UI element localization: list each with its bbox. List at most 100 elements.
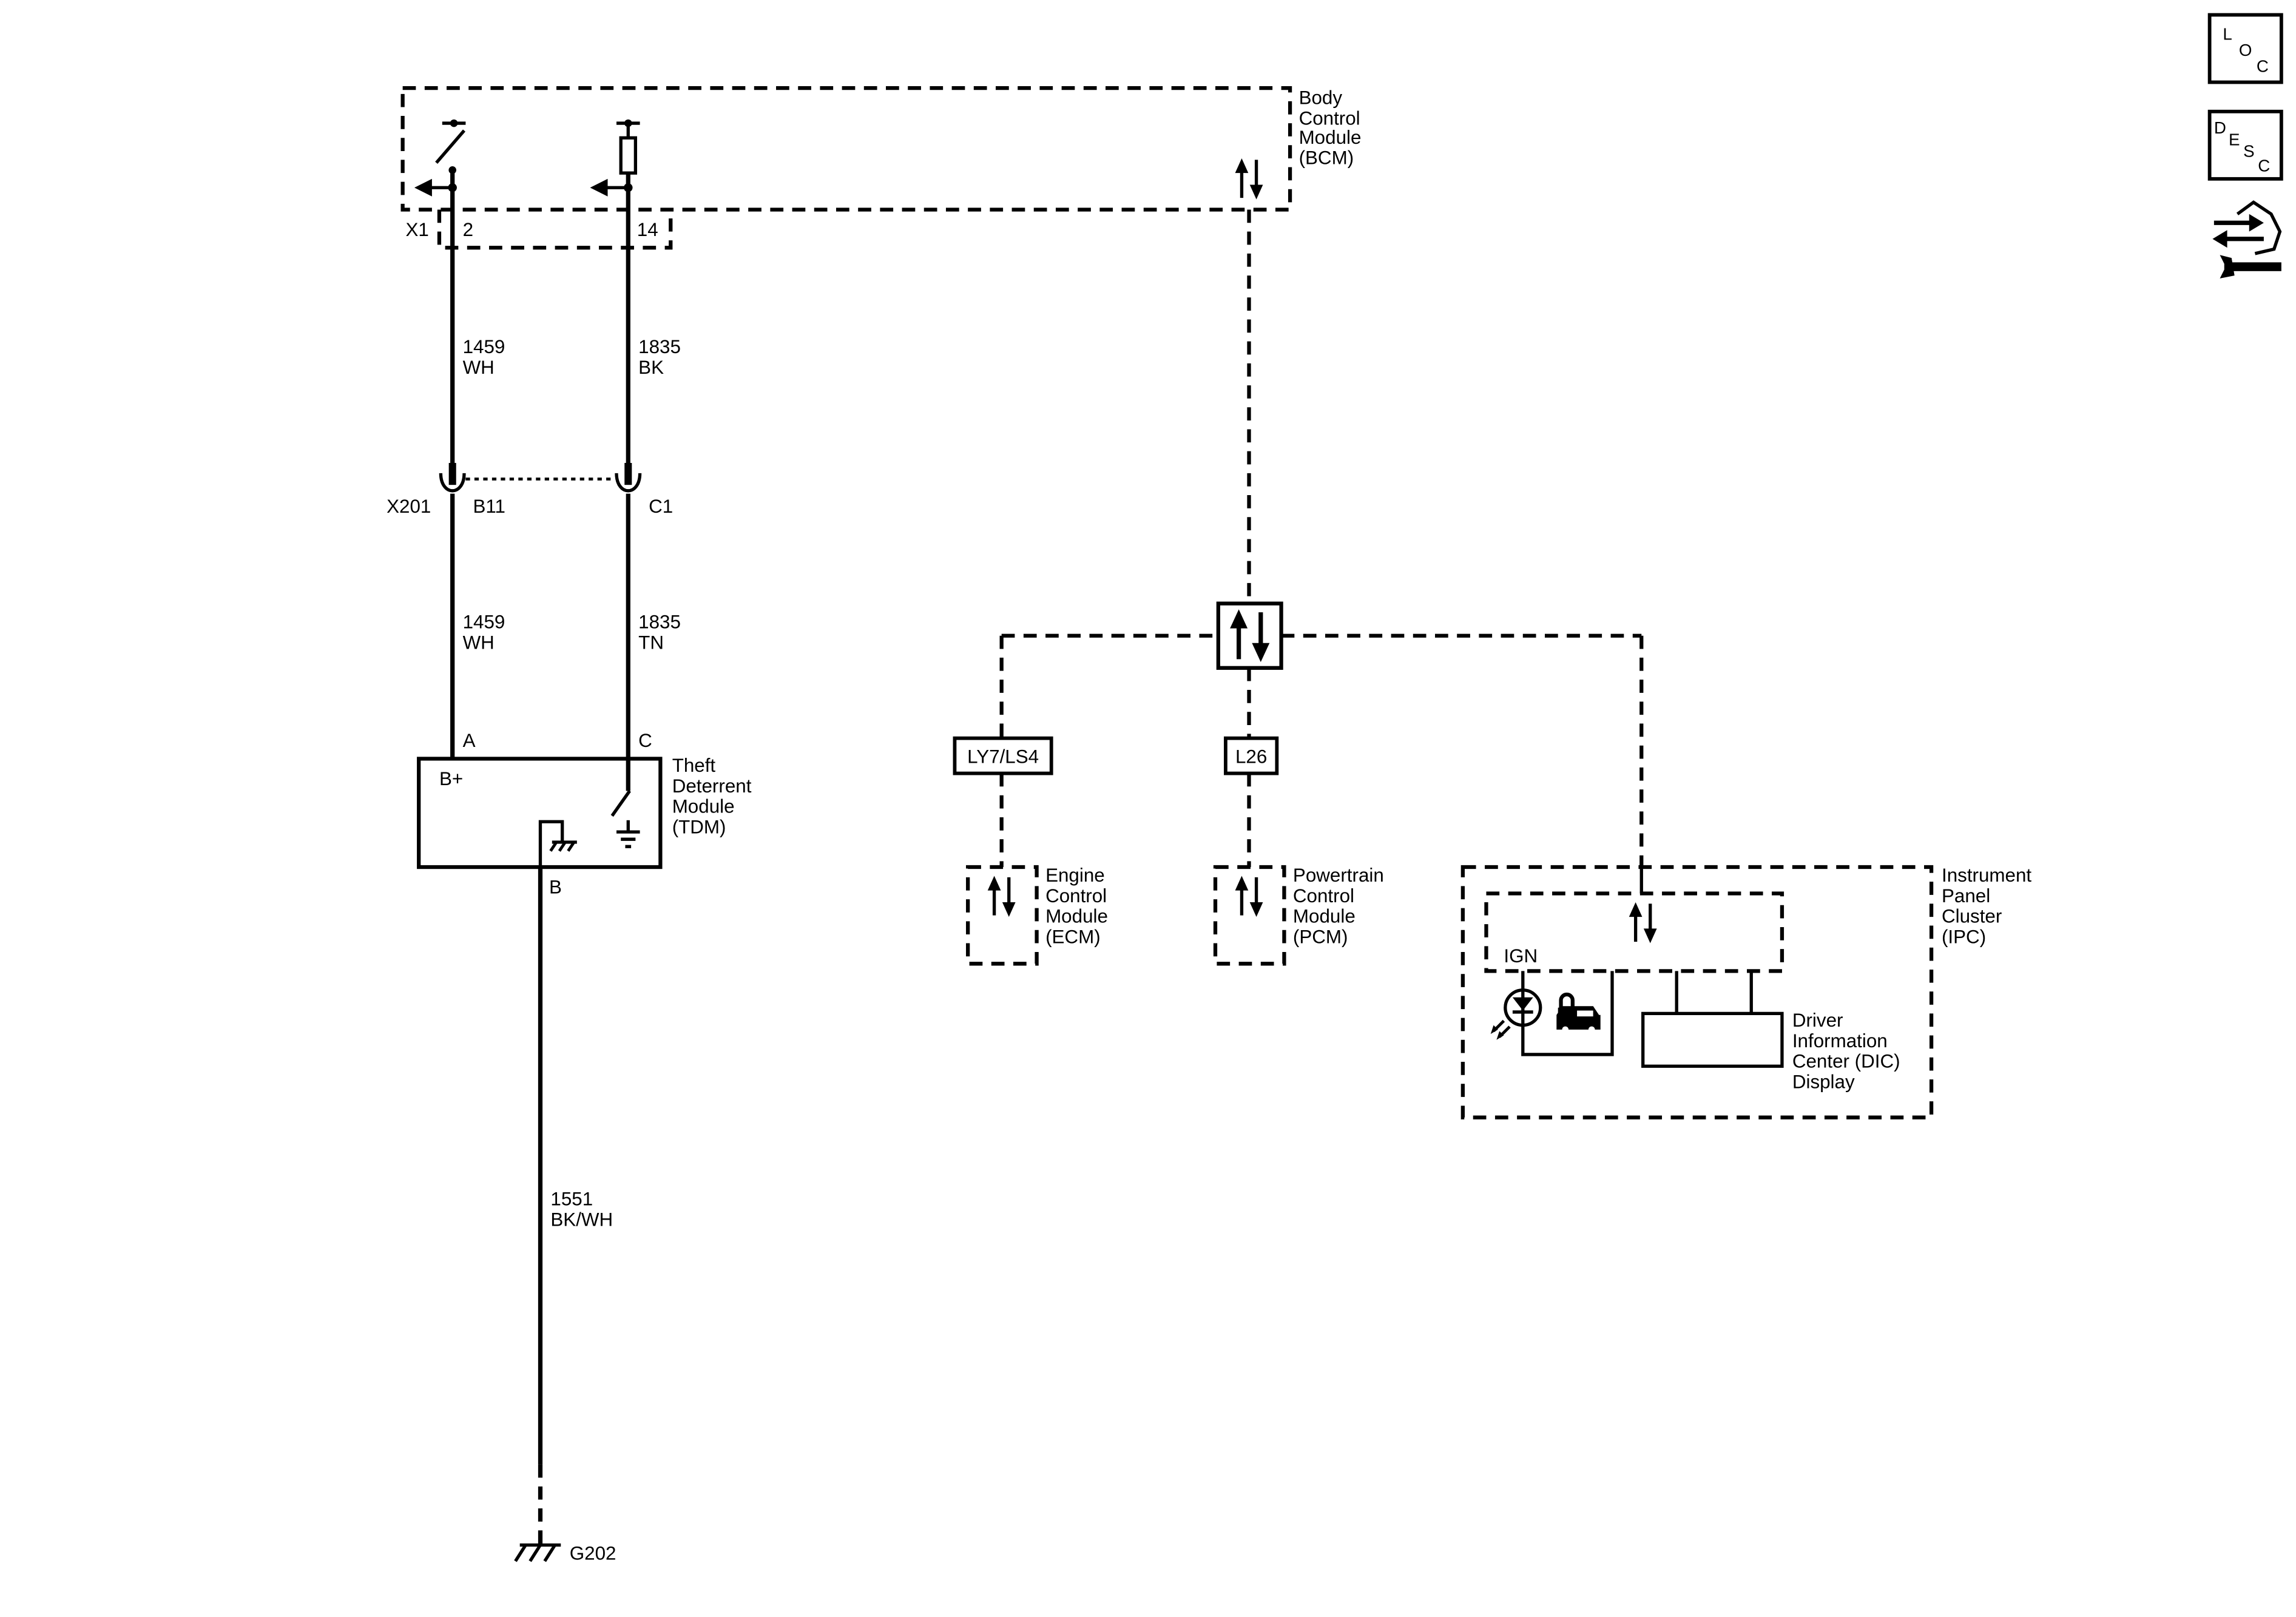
arrow-down-head [1252,643,1270,663]
circuit-number: 1835 [638,336,681,357]
wire-circuit-1835-lower: 1835 TN [626,493,681,791]
serial-data-icon [1629,902,1657,944]
pin-number: C1 [649,496,673,517]
location-icon-letter: O [2239,41,2252,59]
arrow-up-head [1629,902,1643,917]
ipc-label-line: (IPC) [1942,927,1986,948]
option-code: LY7/LS4 [967,746,1039,768]
circuit-number: 1459 [463,612,505,633]
arrow-left-head [2212,230,2227,248]
signal-arrow-icon [590,178,608,197]
ipc-module: IGN Driver Information [1460,865,2031,1119]
ipc-module-box [1460,865,1934,1119]
description-icon-letter: C [2258,157,2270,175]
ground-icon-tick [528,1544,542,1562]
signal-arrow-icon [414,178,432,197]
ignition-label: IGN [1504,945,1538,967]
serial-data-icon [987,876,1016,917]
switch-symbol [414,119,466,197]
car-wheel [1588,1026,1595,1033]
pin-number: 14 [637,219,658,240]
bcm-label-line: Body [1299,87,1343,109]
pcm-module: L26 Powertrain Control Module (PCM) [1213,736,1384,966]
option-code: L26 [1235,746,1267,768]
car-wheel [1562,1026,1569,1033]
circuit-number: 1459 [463,336,505,357]
wire-circuit-1459-lower: 1459 WH [450,493,505,759]
dic-label-line: Center (DIC) [1792,1051,1900,1072]
connector-pin [624,462,632,485]
ground-name: G202 [570,1543,616,1564]
led-triangle [1512,997,1533,1011]
display-box [1641,1011,1784,1068]
dic-label-line: Information [1792,1030,1888,1052]
dic-label-line: Driver [1792,1010,1843,1031]
wire-color: WH [463,357,495,378]
ground-icon-tick [567,841,576,852]
arrow-up-head [1235,876,1249,891]
connector-name: X1 [405,219,428,240]
ground-icon-tick [543,1544,556,1562]
bcm-label-line: (BCM) [1299,147,1354,169]
serial-data-icon [1235,876,1263,917]
switch-to-ground-symbol [610,790,640,848]
location-button[interactable]: L O C [2207,13,2283,84]
pin-number: 2 [463,219,473,240]
tdm-label-line: (TDM) [672,817,726,838]
switch-blade [610,790,631,817]
splice-box [1216,601,1283,670]
option-box [953,736,1053,775]
padlock-body [1558,1007,1576,1022]
ipc-label-line: Panel [1942,885,1990,906]
chassis-ground-icon [538,820,577,868]
tdm-label-line: Module [672,796,735,817]
tdm-label-line: Theft [672,755,716,776]
wire-circuit-1835: 1835 BK [626,173,681,466]
description-icon-letter: E [2229,130,2240,149]
description-icon-letter: D [2214,118,2226,137]
location-icon-letter: L [2223,25,2232,44]
switch-contact-dot [450,119,458,127]
bcm-label-line: Control [1299,108,1360,129]
ground-lead [538,820,564,868]
repair-procedure-icon[interactable] [2208,196,2288,282]
indicator-lamp-icon [1490,971,1614,1056]
serial-data-splice-icon [1216,601,1283,670]
description-button[interactable]: D E S C [2207,109,2283,181]
bcm-module-box [400,86,1292,212]
bcm-label-line: Module [1299,127,1362,148]
inline-connector-x201: X201 B11 C1 [387,462,673,517]
tdm-module: A C B B+ Theft Deterrent Module (TDM) [417,730,752,897]
ecm-module-box [966,865,1039,966]
serial-data-network [999,209,1644,894]
arrow-right-head [2249,214,2264,232]
bcm-module: Body Control Module (BCM) X1 2 14 [400,86,1362,250]
description-icon[interactable] [2207,109,2283,181]
ecm-label-line: (ECM) [1045,927,1101,948]
ecm-module: LY7/LS4 Engine Control Module (ECM) [953,736,1108,966]
pin-letter: C [638,730,652,751]
security-icon [1556,992,1601,1033]
light-ray-head [1490,1025,1498,1035]
ipc-label-line: Cluster [1942,906,2002,927]
arrow-down-head [1249,902,1263,917]
resistor-body [619,136,638,175]
chassis-ground-icon [514,1543,561,1562]
terminal-label: B+ [439,768,463,789]
pcm-label-line: Module [1293,906,1356,927]
pcm-label-line: (PCM) [1293,927,1348,948]
padlock-shackle [1559,992,1575,1010]
ecm-label-line: Engine [1045,865,1105,886]
arrow-down-head [1643,928,1657,944]
hand-outline [2236,200,2282,255]
location-icon[interactable] [2207,13,2283,84]
ground-icon-tick [558,841,567,852]
wire-color: TN [638,632,664,653]
connector-socket [615,473,642,493]
location-icon-letter: C [2257,57,2269,76]
wire-color: BK/WH [550,1209,613,1230]
pcm-module-box [1213,865,1286,966]
ground-icon-tick [549,841,558,852]
resistor-contact-dot [624,119,632,127]
ipc-logic-box [1484,891,1784,973]
